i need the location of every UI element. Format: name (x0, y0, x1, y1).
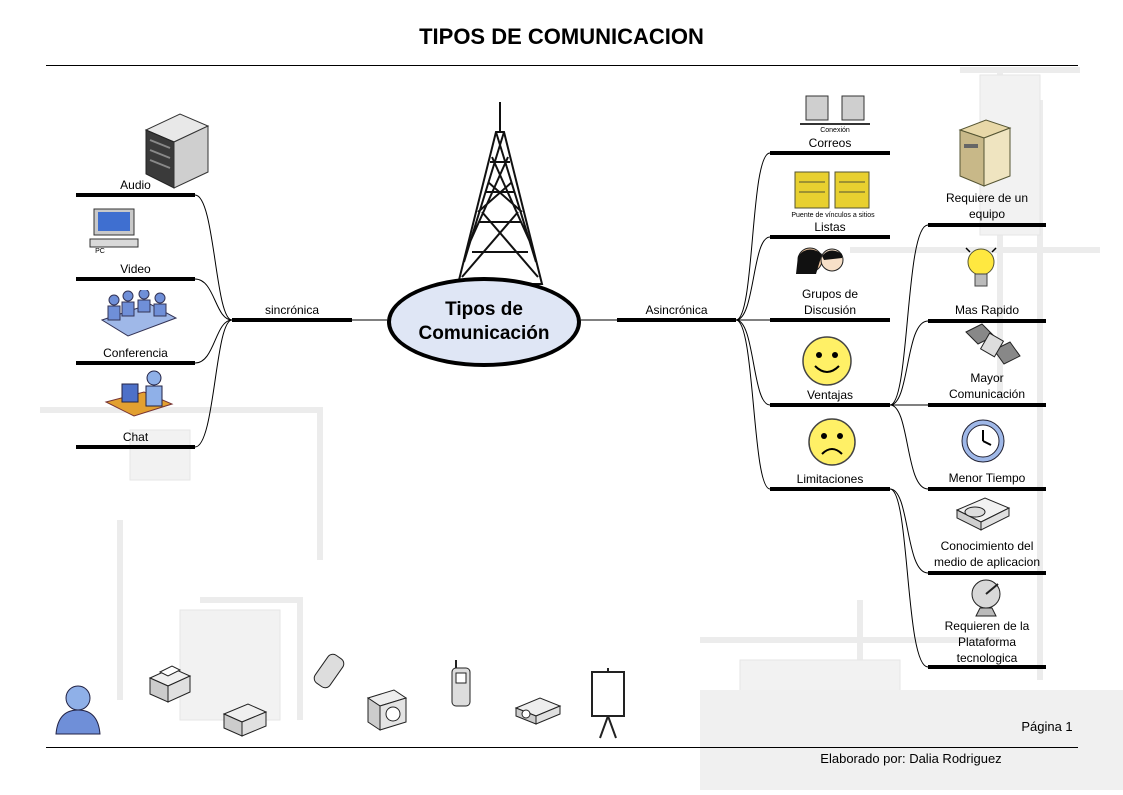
node-requiere-equipo[interactable]: Requiere de un equipo (945, 191, 1029, 221)
node-conocimiento-medio[interactable]: Conocimiento del medio de aplicacion (933, 539, 1041, 569)
presentation-board-icon (591, 668, 625, 739)
branch-label-sincronica[interactable]: sincrónica (264, 303, 320, 317)
server-computer-icon (958, 119, 1012, 187)
branch-bar-chat (76, 445, 195, 449)
conference-icon (100, 290, 178, 337)
branch-bar-video (76, 277, 195, 281)
satellite-icon (965, 323, 1021, 365)
central-topic-label: Tipos de Comunicación (418, 299, 550, 344)
node-menor-tiempo[interactable]: Menor Tiempo (948, 471, 1026, 485)
smiley-happy-icon (802, 336, 852, 386)
page-title: TIPOS DE COMUNICACION (419, 24, 704, 49)
branch-bar-mayor-comunicacion (928, 403, 1046, 407)
fax-icon (222, 703, 268, 737)
satellite-dish-icon (971, 579, 1001, 617)
printer-icon (148, 665, 192, 703)
node-video[interactable]: Video (120, 262, 151, 276)
page-number: Página 1 (1021, 719, 1073, 734)
footer-author: Elaborado por: Dalia Rodriguez (820, 751, 1002, 766)
branch-bar-limitaciones (770, 487, 890, 491)
light-bulb-icon (965, 247, 997, 287)
node-conferencia[interactable]: Conferencia (103, 346, 168, 360)
disk-drive-icon (955, 497, 1011, 531)
branch-bar-requiere-equipo (928, 223, 1046, 227)
node-mayor-comunicacion[interactable]: Mayor Comunicación (948, 371, 1026, 401)
branch-bar-correos (770, 151, 890, 155)
branch-bar-grupos (770, 318, 890, 322)
branch-bar-conocimiento (928, 571, 1046, 575)
node-limitaciones[interactable]: Limitaciones (796, 472, 864, 486)
bridge-sites-icon (794, 171, 870, 209)
pc-icon-caption: PC (95, 248, 105, 255)
branch-bar-requieren-plataforma (928, 665, 1046, 669)
branch-bar-menor-tiempo (928, 487, 1046, 491)
node-ventajas[interactable]: Ventajas (806, 388, 854, 402)
node-chat[interactable]: Chat (122, 430, 149, 444)
branch-bar-conferencia (76, 361, 195, 365)
node-mas-rapido[interactable]: Mas Rapido (954, 303, 1020, 317)
branch-label-asincronica[interactable]: Asincrónica (645, 303, 708, 317)
group-people-icon (796, 247, 844, 274)
bridge-sites-caption: Puente de vínculos a sitios (791, 212, 875, 219)
node-correos[interactable]: Correos (808, 136, 852, 150)
header-rule (46, 65, 1078, 66)
projector-icon (514, 697, 562, 725)
pc-icon (89, 208, 139, 248)
branch-bar-sincronica (232, 318, 352, 322)
branch-bar-listas (770, 235, 890, 239)
cell-phone-icon (313, 653, 345, 689)
clock-icon (961, 419, 1005, 463)
chat-user-icon (104, 370, 174, 417)
mobile-phone-icon (451, 660, 471, 707)
servers-connection-caption: Conexión (820, 127, 850, 134)
node-grupos-discusion[interactable]: Grupos de Discusión (801, 287, 859, 317)
smiley-sad-icon (808, 418, 856, 466)
camera-icon (366, 689, 408, 731)
branch-bar-mas-rapido (928, 319, 1046, 323)
user-icon (55, 685, 101, 735)
branch-bar-audio (76, 193, 195, 197)
branch-bar-asincronica (617, 318, 736, 322)
central-topic[interactable]: Tipos de Comunicación (387, 277, 581, 367)
footer-rule (46, 747, 1078, 748)
servers-connection-icon (800, 95, 870, 125)
branch-bar-ventajas (770, 403, 890, 407)
server-tower-icon (144, 113, 210, 189)
node-listas[interactable]: Listas (814, 220, 846, 234)
node-audio[interactable]: Audio (120, 178, 151, 192)
broadcast-tower-icon (456, 102, 544, 285)
node-requieren-plataforma[interactable]: Requieren de la Plataforma tecnologica (944, 619, 1030, 665)
